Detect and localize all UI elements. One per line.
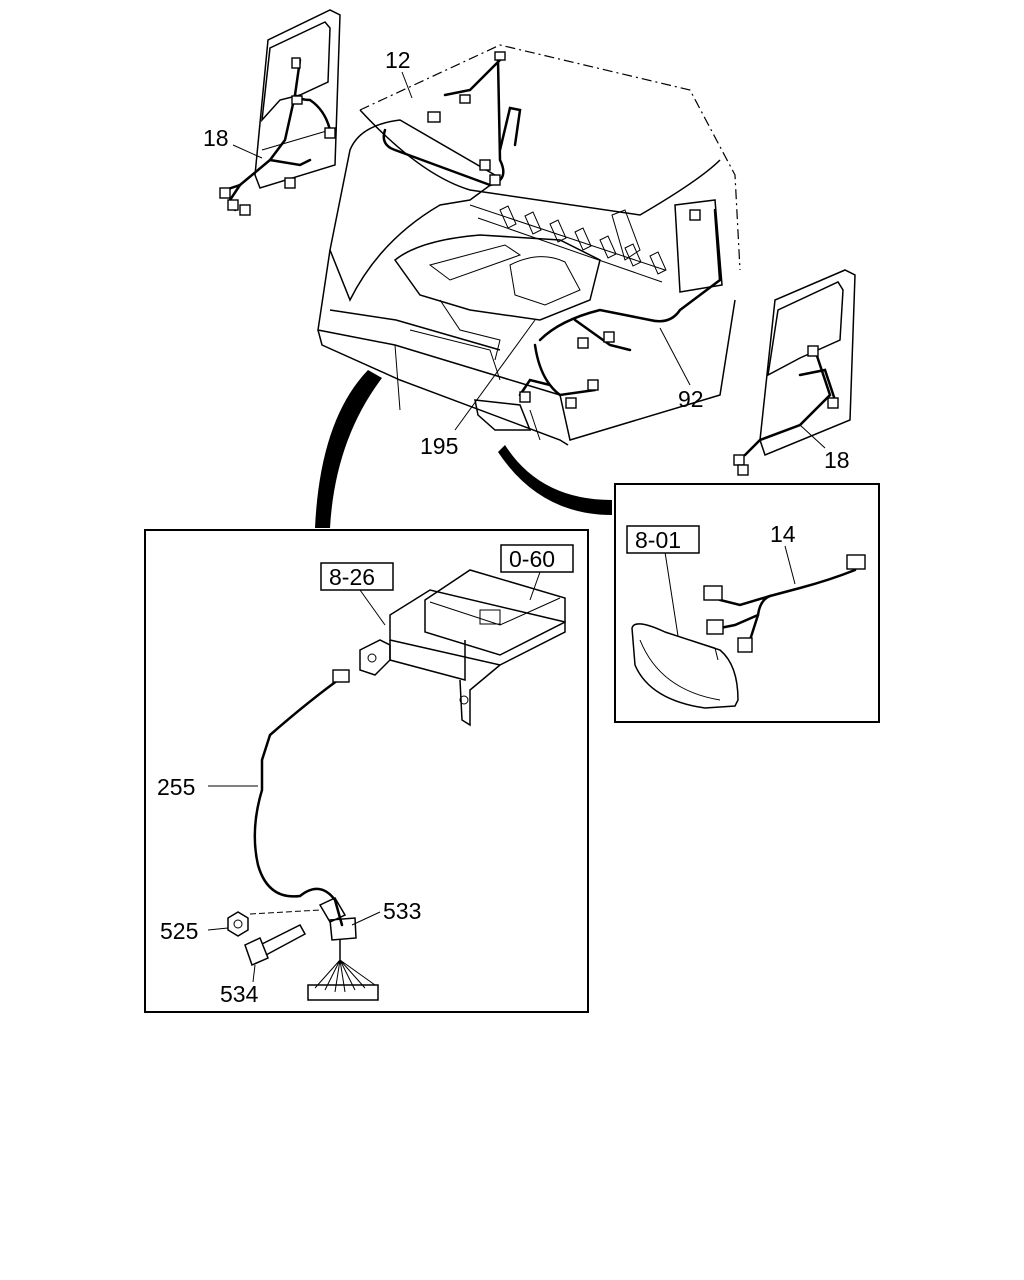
callout-18-left: 18 bbox=[203, 125, 229, 151]
arrow-to-right-box bbox=[498, 445, 612, 515]
cab-harness-92 bbox=[518, 208, 722, 409]
callout-533: 533 bbox=[383, 898, 421, 924]
callout-14: 14 bbox=[770, 521, 796, 547]
roof-harness-12 bbox=[382, 51, 522, 187]
fog-lamp bbox=[631, 623, 739, 709]
lamp-harness-14 bbox=[703, 554, 866, 653]
bolt-534 bbox=[244, 924, 307, 967]
callout-18-right: 18 bbox=[824, 447, 850, 473]
nut-525 bbox=[227, 909, 321, 937]
leader-533 bbox=[351, 911, 381, 926]
leader-8-01 bbox=[664, 551, 679, 637]
callout-195: 195 bbox=[420, 433, 458, 459]
leader-18-right bbox=[799, 424, 826, 449]
ref-box-0-60 bbox=[500, 544, 574, 573]
arrow-to-left-box bbox=[315, 370, 382, 528]
left-door bbox=[219, 9, 341, 216]
leader-92 bbox=[659, 327, 691, 386]
leader-14 bbox=[784, 545, 796, 585]
leader-12 bbox=[401, 71, 413, 99]
callout-92: 92 bbox=[678, 386, 704, 412]
leader-8-26 bbox=[359, 589, 386, 626]
harness-255 bbox=[253, 669, 379, 1001]
leader-18-left bbox=[232, 144, 263, 159]
ref-8-01: 8-01 bbox=[635, 527, 681, 553]
callout-525: 525 bbox=[160, 918, 198, 944]
callout-255: 255 bbox=[157, 774, 195, 800]
cab-lamp bbox=[474, 399, 532, 431]
leader-525 bbox=[207, 927, 229, 931]
leader-195 bbox=[454, 319, 536, 431]
callout-12: 12 bbox=[385, 47, 411, 73]
right-door bbox=[733, 269, 856, 476]
ref-0-60: 0-60 bbox=[509, 546, 555, 572]
ref-box-8-01 bbox=[626, 525, 700, 554]
ref-box-8-26 bbox=[320, 562, 394, 591]
cab-body bbox=[317, 44, 741, 446]
ref-8-26: 8-26 bbox=[329, 564, 375, 590]
leader-0-60 bbox=[529, 571, 541, 601]
detail-box-left bbox=[144, 529, 589, 1013]
cab-grille bbox=[469, 204, 667, 283]
leader-534 bbox=[252, 964, 256, 983]
ecu-bracket bbox=[359, 569, 566, 727]
detail-box-right bbox=[614, 483, 880, 723]
callout-534: 534 bbox=[220, 981, 259, 1007]
